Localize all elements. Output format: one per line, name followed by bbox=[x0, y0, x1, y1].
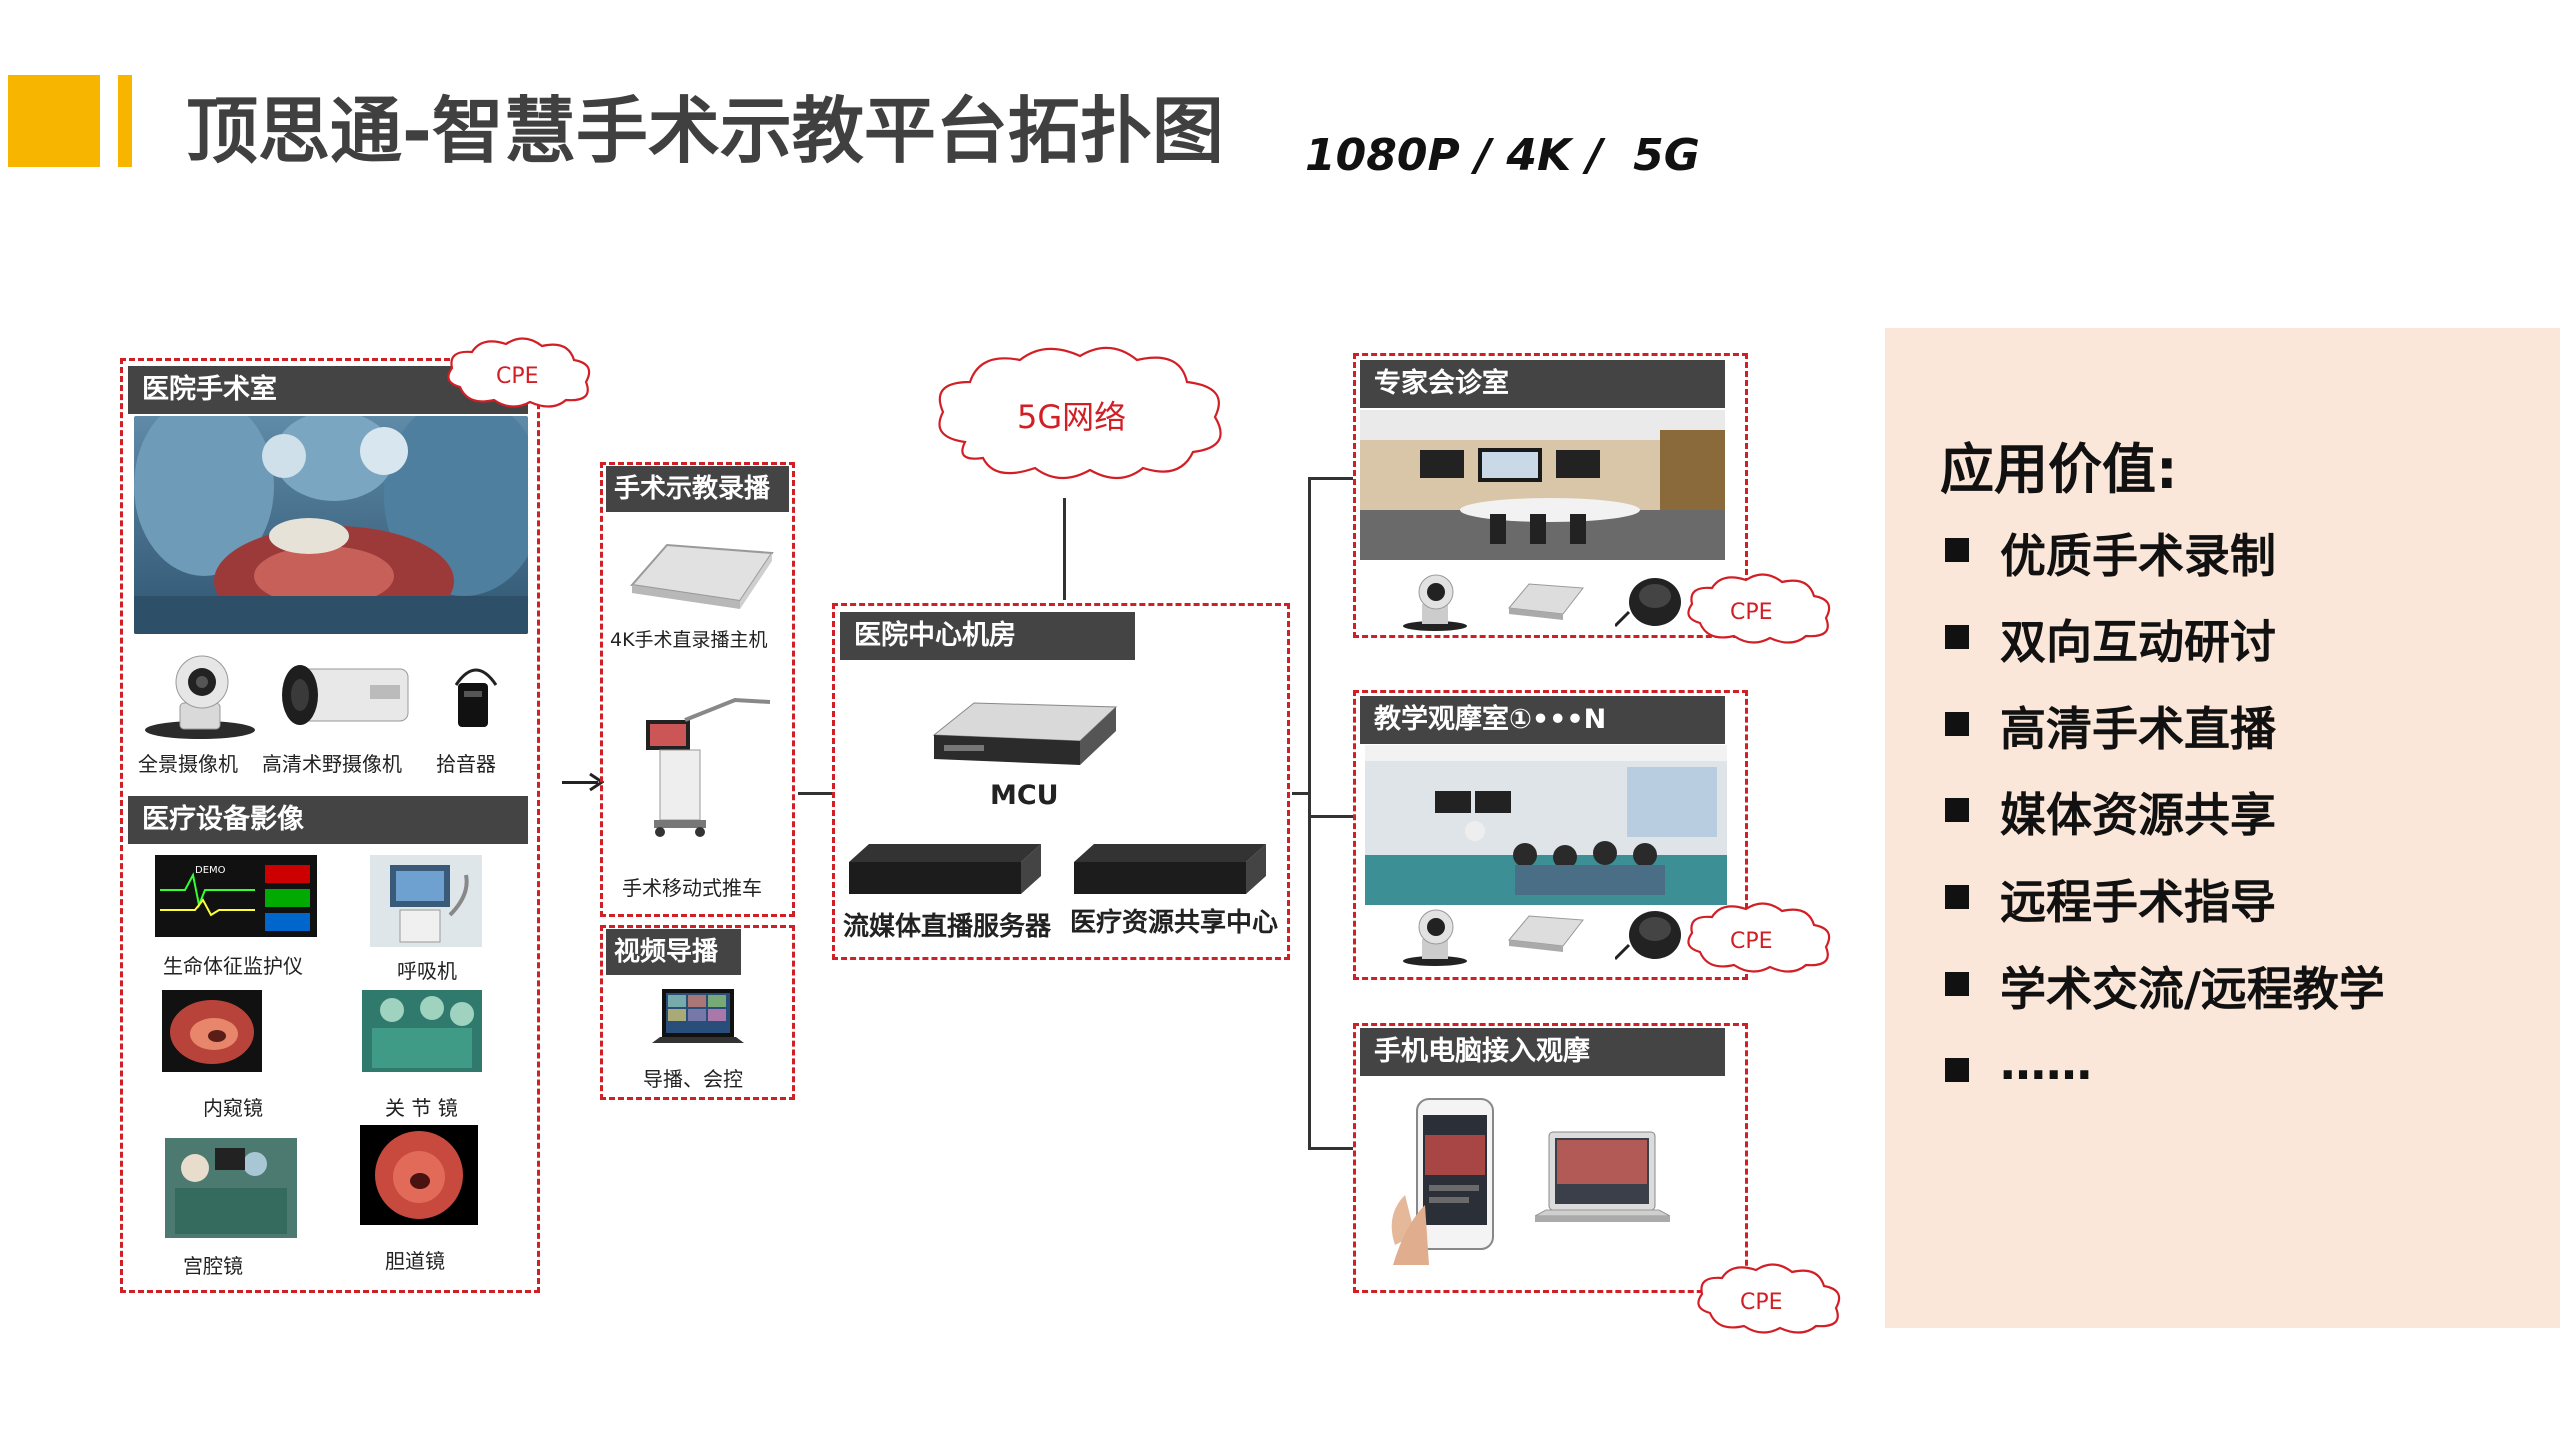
directing-laptop-image bbox=[650, 985, 746, 1059]
svg-text:CPE: CPE bbox=[1740, 1290, 1783, 1315]
ventilator-image bbox=[370, 855, 482, 951]
directing-caption: 导播、会控 bbox=[643, 1067, 743, 1091]
svg-text:CPE: CPE bbox=[1730, 600, 1773, 625]
recorder-host-caption: 4K手术直录播主机 bbox=[610, 629, 768, 651]
hd-field-camera-icon bbox=[270, 655, 420, 739]
teaching-codec-icon bbox=[1505, 910, 1585, 962]
surgery-photo bbox=[134, 416, 528, 634]
value-item-7: …… bbox=[2000, 1036, 2092, 1090]
laptop-image bbox=[1534, 1128, 1671, 1242]
value-item-5: 远程手术指导 bbox=[2000, 875, 2276, 929]
arrow-or-to-recording bbox=[562, 781, 598, 784]
bullet-icon bbox=[1945, 712, 1969, 736]
teaching-room-box bbox=[1353, 690, 1748, 980]
svg-text:CPE: CPE bbox=[496, 364, 539, 389]
mobile-access-box bbox=[1353, 1023, 1748, 1293]
bullet-icon bbox=[1945, 625, 1969, 649]
panorama-camera-icon bbox=[140, 648, 260, 744]
camera-caption-mic: 拾音器 bbox=[436, 752, 496, 776]
or-room-box bbox=[120, 358, 540, 1293]
recording-box bbox=[600, 462, 795, 917]
medical-equipment-title: 医疗设备影像 bbox=[128, 796, 528, 844]
expert-codec-icon bbox=[1505, 578, 1585, 630]
connector-5g-datacenter bbox=[1063, 498, 1066, 600]
value-item-3: 高清手术直播 bbox=[2000, 702, 2276, 756]
microphone-icon bbox=[436, 655, 516, 739]
5g-network-cloud: 5G网络 bbox=[938, 346, 1222, 480]
mobile-access-title: 手机电脑接入观摩 bbox=[1360, 1028, 1725, 1076]
directing-box bbox=[600, 925, 795, 1100]
connector-recording-datacenter bbox=[798, 792, 832, 795]
datacenter-box bbox=[832, 603, 1290, 960]
datacenter-title: 医院中心机房 bbox=[840, 612, 1135, 660]
equipment-caption-ventilator: 呼吸机 bbox=[397, 959, 457, 983]
expert-room-image bbox=[1360, 410, 1725, 564]
bullet-icon bbox=[1945, 885, 1969, 909]
equipment-caption-endoscope: 内窥镜 bbox=[203, 1096, 263, 1120]
value-item-6: 学术交流/远程教学 bbox=[2000, 962, 2385, 1016]
bullet-icon bbox=[1945, 972, 1969, 996]
recorder-host-image bbox=[622, 535, 777, 619]
equipment-caption-choledochoscope: 胆道镜 bbox=[385, 1249, 445, 1273]
expert-room-box bbox=[1353, 353, 1748, 638]
page-title: 顶思通-智慧手术示教平台拓扑图 bbox=[186, 89, 1224, 173]
svg-text:CPE: CPE bbox=[1730, 929, 1773, 954]
page-subtitle: 1080P / 4K / 5G bbox=[1305, 130, 1700, 181]
arthroscope-image bbox=[362, 990, 482, 1076]
streaming-server-caption: 流媒体直播服务器 bbox=[843, 912, 1052, 942]
cpe-cloud-teaching: CPE bbox=[1687, 902, 1831, 973]
bus-vertical-line bbox=[1308, 477, 1311, 1149]
expert-camera-icon bbox=[1400, 570, 1470, 636]
cpe-cloud-or: CPE bbox=[447, 337, 591, 408]
teaching-camera-icon bbox=[1400, 905, 1470, 971]
connector-datacenter-bus bbox=[1292, 792, 1308, 795]
expert-room-title: 专家会诊室 bbox=[1360, 360, 1725, 408]
camera-caption-field: 高清术野摄像机 bbox=[262, 752, 402, 776]
value-panel bbox=[1885, 328, 2560, 1328]
header-accent-stripe bbox=[118, 75, 132, 167]
endoscope-image bbox=[162, 990, 262, 1076]
cpe-cloud-mobile: CPE bbox=[1697, 1263, 1841, 1334]
bus-to-mobile bbox=[1308, 1147, 1353, 1150]
bullet-icon bbox=[1945, 1058, 1969, 1082]
value-item-2: 双向互动研讨 bbox=[2000, 615, 2276, 669]
teaching-room-image bbox=[1365, 745, 1727, 909]
equipment-caption-monitor: 生命体征监护仪 bbox=[163, 954, 303, 978]
header-accent-block bbox=[8, 75, 100, 167]
resource-center-image bbox=[1070, 840, 1270, 904]
bullet-icon bbox=[1945, 798, 1969, 822]
cpe-cloud-expert: CPE bbox=[1687, 573, 1831, 644]
teaching-mic-icon bbox=[1613, 905, 1695, 969]
bullet-icon bbox=[1945, 538, 1969, 562]
camera-caption-panorama: 全景摄像机 bbox=[138, 752, 238, 776]
svg-text:DEMO: DEMO bbox=[195, 865, 226, 876]
svg-text:5G网络: 5G网络 bbox=[1017, 398, 1126, 436]
mobile-cart-caption: 手术移动式推车 bbox=[622, 876, 762, 900]
vital-monitor-image: DEMO bbox=[155, 855, 317, 941]
mcu-server-image bbox=[930, 695, 1120, 777]
phone-image bbox=[1385, 1095, 1515, 1274]
hysteroscope-image bbox=[165, 1138, 297, 1242]
expert-mic-icon bbox=[1613, 572, 1695, 636]
mobile-cart-image bbox=[640, 680, 780, 844]
equipment-caption-hysteroscope: 宫腔镜 bbox=[183, 1254, 243, 1278]
streaming-server-image bbox=[845, 840, 1045, 904]
bus-to-expert bbox=[1308, 477, 1353, 480]
directing-title: 视频导播 bbox=[606, 929, 741, 975]
teaching-room-title: 教学观摩室①•••N bbox=[1360, 696, 1725, 744]
choledochoscope-image bbox=[360, 1125, 478, 1229]
value-panel-title: 应用价值: bbox=[1940, 438, 2178, 501]
value-item-1: 优质手术录制 bbox=[2000, 529, 2276, 583]
value-item-4: 媒体资源共享 bbox=[2000, 788, 2276, 842]
recording-title: 手术示教录播 bbox=[606, 466, 789, 512]
bus-to-teaching bbox=[1308, 815, 1353, 818]
equipment-caption-arthroscope: 关 节 镜 bbox=[385, 1096, 458, 1120]
mcu-label: MCU bbox=[990, 780, 1059, 811]
resource-center-caption: 医疗资源共享中心 bbox=[1070, 908, 1279, 938]
